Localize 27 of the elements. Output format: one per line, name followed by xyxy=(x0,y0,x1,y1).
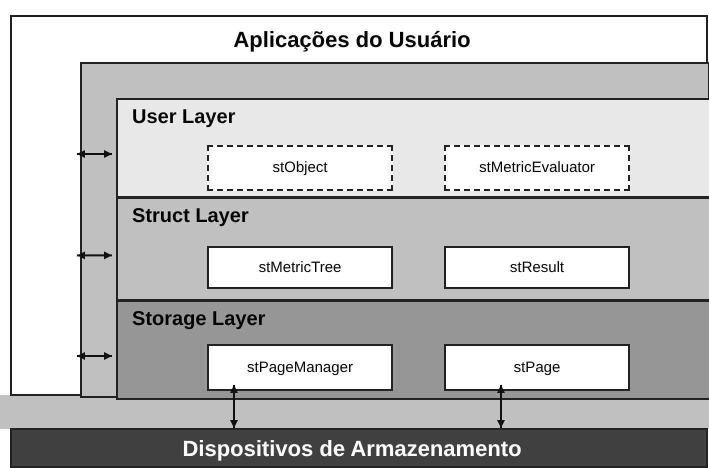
double-arrow xyxy=(77,150,112,158)
layer-panel xyxy=(116,197,709,301)
class-box xyxy=(444,344,630,391)
class-box xyxy=(207,145,393,191)
double-arrow xyxy=(77,251,112,260)
layer-panel xyxy=(116,98,709,198)
double-arrow xyxy=(77,352,112,360)
bar-title: Dispositivos de Armazenamento xyxy=(182,436,522,462)
layer-title: Struct Layer xyxy=(132,205,249,228)
class-name: stResult xyxy=(508,258,566,278)
class-box xyxy=(444,246,630,289)
class-box xyxy=(207,344,393,391)
panel-title: Aplicações do Usuário xyxy=(233,27,471,53)
class-name: stPageManager xyxy=(246,358,354,378)
library-frame xyxy=(80,62,709,398)
class-box xyxy=(207,246,393,289)
double-arrow xyxy=(497,385,505,428)
layer-title: User Layer xyxy=(132,106,236,129)
class-name: stMetricEvaluator xyxy=(478,158,596,178)
class-box xyxy=(444,145,630,191)
double-arrow xyxy=(230,385,238,428)
class-name: stPage xyxy=(512,358,562,378)
class-name: stMetricTree xyxy=(258,258,342,278)
class-name: stObject xyxy=(271,158,329,178)
layer-panel xyxy=(116,300,709,400)
layer-title: Storage Layer xyxy=(132,308,266,331)
storage-bar xyxy=(10,428,708,468)
